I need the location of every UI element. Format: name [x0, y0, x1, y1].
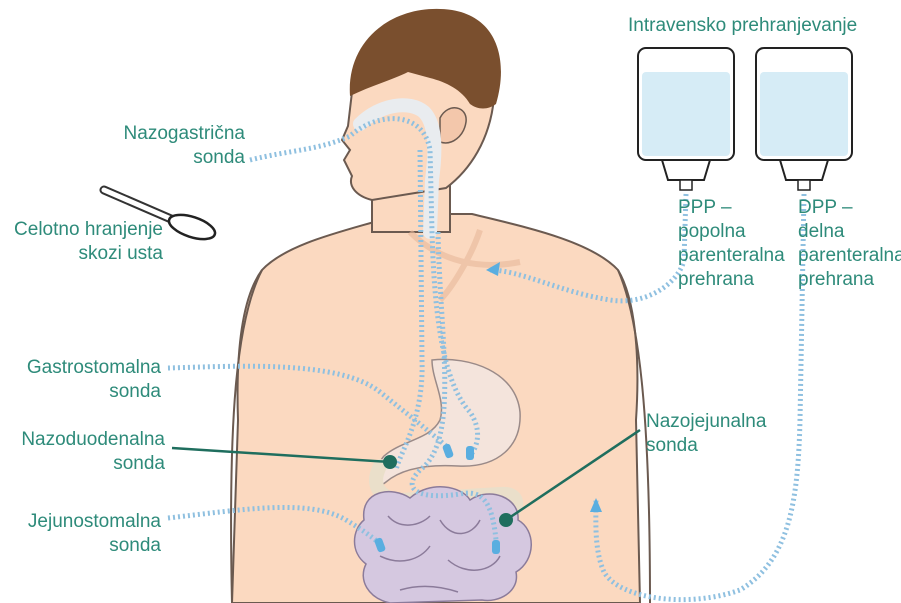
dpp-line-1: DPP – — [798, 196, 901, 220]
iv-bag-ppp-icon — [638, 48, 734, 190]
nasoduodenal-line-2: sonda — [21, 452, 165, 476]
nasoduodenal-line-1: Nazoduodenalna — [21, 428, 165, 452]
gastrostomy-line-2: sonda — [27, 380, 161, 404]
nasogastric-label: Nazogastrična sonda — [124, 122, 245, 170]
iv-bag-dpp-icon — [756, 48, 852, 190]
ppp-label: PPP – popolna parenteralna prehrana — [678, 196, 785, 292]
gastrostomy-label: Gastrostomalna sonda — [27, 356, 161, 404]
ppp-line-4: prehrana — [678, 268, 785, 292]
nasoduodenal-dot — [383, 455, 397, 469]
oral-line-2: skozi usta — [14, 242, 163, 266]
jejunostomy-line-1: Jejunostomalna — [28, 510, 161, 534]
dpp-line-4: prehrana — [798, 268, 901, 292]
oral-label: Celotno hranjenje skozi usta — [14, 218, 163, 266]
ppp-line-1: PPP – — [678, 196, 785, 220]
dpp-line-3: parenteralna — [798, 244, 901, 268]
nasojejunal-dot — [499, 513, 513, 527]
nasojejunal-line-1: Nazojejunalna — [646, 410, 766, 434]
nasogastric-line-2: sonda — [124, 146, 245, 170]
nasoduodenal-label: Nazoduodenalna sonda — [21, 428, 165, 476]
dpp-label: DPP – delna parenteralna prehrana — [798, 196, 901, 292]
gastrostomy-line-1: Gastrostomalna — [27, 356, 161, 380]
jejunostomy-line-2: sonda — [28, 534, 161, 558]
iv-title: Intravensko prehranjevanje — [628, 14, 857, 38]
tube-tip — [492, 540, 500, 554]
oral-line-1: Celotno hranjenje — [14, 218, 163, 242]
nasogastric-line-1: Nazogastrična — [124, 122, 245, 146]
tube-tip — [466, 446, 474, 460]
nasojejunal-line-2: sonda — [646, 434, 766, 458]
jejunostomy-label: Jejunostomalna sonda — [28, 510, 161, 558]
dpp-line-2: delna — [798, 220, 901, 244]
nasojejunal-label: Nazojejunalna sonda — [646, 410, 766, 458]
ppp-line-3: parenteralna — [678, 244, 785, 268]
ppp-line-2: popolna — [678, 220, 785, 244]
